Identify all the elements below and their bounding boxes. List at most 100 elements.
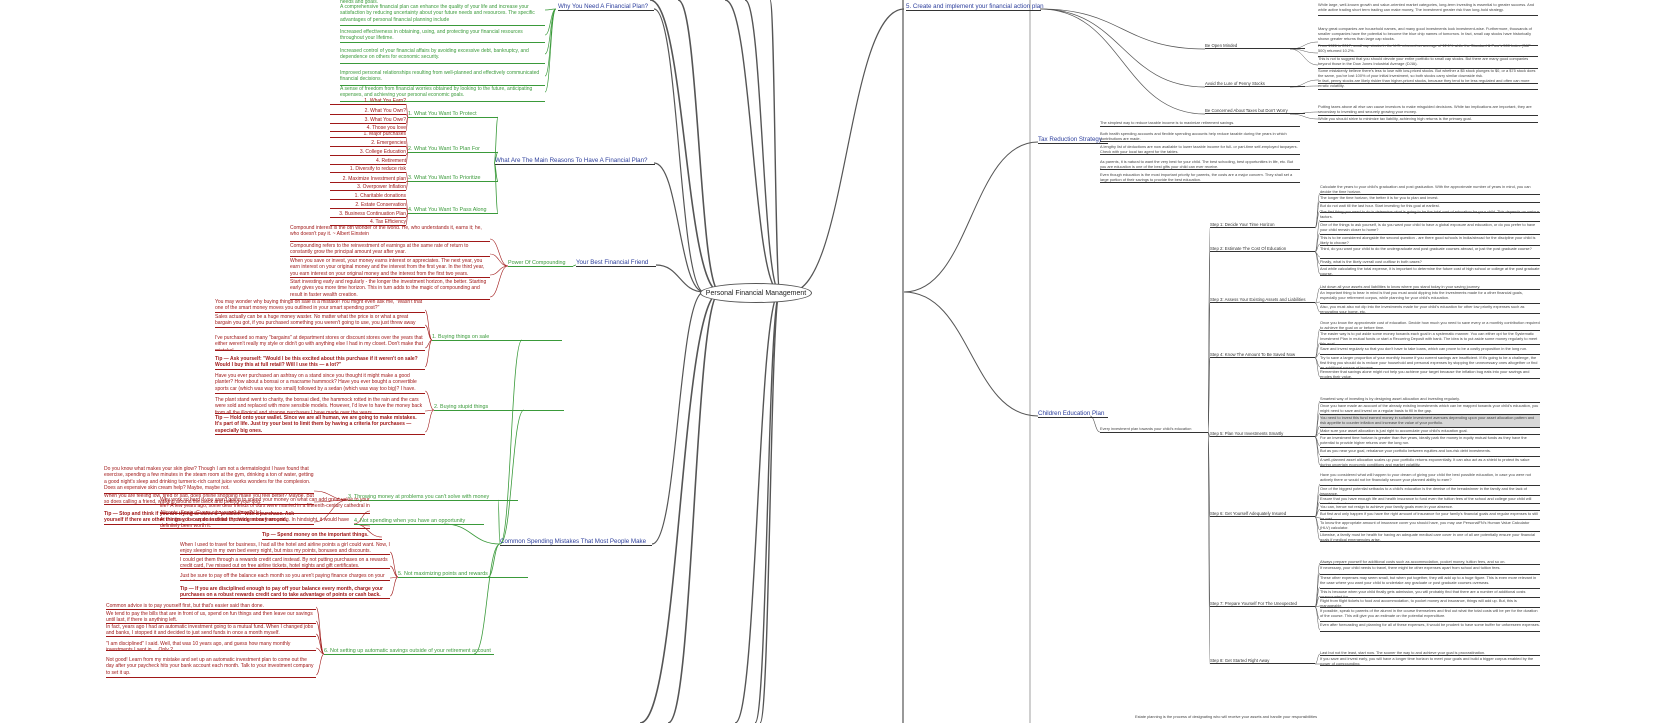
compounding-note-2: When you save or invest, your money earn… xyxy=(290,258,490,278)
mistake-note-2-1: When you are feeling low, tired or sad, … xyxy=(104,493,314,505)
tax-note-4: Even though education is the most import… xyxy=(1100,172,1300,183)
branch-best-friend[interactable]: Your Best Financial Friend xyxy=(576,259,656,267)
branch-tax[interactable]: Tax Reduction Strategy xyxy=(1038,136,1108,144)
conn-child-note-5-6 xyxy=(1314,516,1321,541)
mistake-note-5-2: In fact, years ago I had an automatic in… xyxy=(106,624,316,637)
compounding-sub[interactable]: Power Of Compounding xyxy=(508,260,573,267)
child-note-5-3: You can, hence not resign to achieve you… xyxy=(1320,504,1540,511)
conn-child-note-4-3 xyxy=(1314,432,1321,438)
child-step-1[interactable]: Step 2: Estimate The Cost Of Education xyxy=(1210,246,1315,252)
ci-sub-2[interactable]: Be Concerned About Taxes but Don't Worry xyxy=(1205,108,1305,114)
trunk-right-1 xyxy=(734,291,781,723)
mistake-note-2-2: Tip — Stop and think if you are trying t… xyxy=(104,511,314,525)
conn-mistake-group-0 xyxy=(499,339,523,545)
tax-note-1: Both health spending accounts and flexib… xyxy=(1100,131,1300,142)
children-bottom-note: Estate planning is the process of design… xyxy=(1135,714,1318,719)
conn-ci-sub-1 xyxy=(1039,8,1206,88)
reason-item-1-0[interactable]: 1. Major purchases xyxy=(330,131,406,138)
child-step-6[interactable]: Step 7: Prepare Yourself For The Unexpec… xyxy=(1210,601,1315,607)
branch-mistakes[interactable]: Common Spending Mistakes That Most Peopl… xyxy=(500,538,652,546)
mistake-note-4-1: I could get them through a rewards credi… xyxy=(180,557,390,569)
child-step-2[interactable]: Step 3: Assess Your Existing Assets and … xyxy=(1210,297,1315,303)
conn-mistake-note-5-3 xyxy=(315,647,325,655)
mistake-group-3[interactable]: 4. Not spending when you have an opportu… xyxy=(354,518,484,525)
conn-why-need-4 xyxy=(544,8,557,93)
mistake-group-4[interactable]: 5. Not maximizing points and rewards xyxy=(398,571,528,578)
reason-group-1[interactable]: 2. What You Want To Plan For xyxy=(408,146,498,153)
child-note-6-5: If possible, speak to parents of the alu… xyxy=(1320,608,1540,622)
reason-item-3-1[interactable]: 2. Estate Conservation xyxy=(330,202,406,209)
ci-sub-1[interactable]: Avoid the Lure of Penny Stocks xyxy=(1205,81,1305,87)
mistake-group-2[interactable]: 3. Throwing money at problems you can't … xyxy=(348,494,518,501)
reason-group-2[interactable]: 3. What You Want To Prioritize xyxy=(408,175,498,182)
conn-child-note-6-3 xyxy=(1314,595,1321,608)
mistake-group-1[interactable]: 2. Buying stupid things xyxy=(434,404,564,411)
conn-mistake-note-5-0 xyxy=(315,606,325,655)
reason-item-2-2[interactable]: 3. Overpower Inflation xyxy=(330,184,406,191)
reason-group-0[interactable]: 1. What You Want To Protect xyxy=(408,111,498,118)
conn-child-step-4 xyxy=(1207,431,1211,438)
child-step-5[interactable]: Step 6: Get Yourself Adequately Insured xyxy=(1210,511,1315,517)
reason-item-1-3[interactable]: 4. Retirement xyxy=(330,158,406,165)
branch-why-need[interactable]: Why You Need A Financial Plan? xyxy=(558,3,654,11)
trunk-left-1 xyxy=(639,291,721,723)
child-step-7[interactable]: Step 8: Get Started Right Away xyxy=(1210,658,1315,664)
conn-mistake-note-1-1 xyxy=(424,409,435,412)
conn-tax xyxy=(903,141,1039,293)
child-note-0-1: The longer the time horizon, the better … xyxy=(1320,195,1540,203)
child-note-5-4: But first and only happen if you have th… xyxy=(1320,511,1540,520)
reason-group-3[interactable]: 4. What You Want To Pass Along xyxy=(408,207,498,214)
central-topic[interactable]: Personal Financial Management xyxy=(700,283,812,303)
child-note-5-2: Ensure that you have enough life and hea… xyxy=(1320,496,1540,504)
compounding-note-1: Compounding refers to the reinvestment o… xyxy=(290,243,490,257)
reason-item-3-0[interactable]: 1. Charitable donations xyxy=(330,193,406,200)
mistake-note-4-2: Just be sure to pay off the balance each… xyxy=(180,573,390,581)
child-note-1-5: And while calculating the total expense,… xyxy=(1320,266,1540,276)
child-note-3-0: Once you know the approximate cost of ed… xyxy=(1320,320,1540,331)
reason-item-1-2[interactable]: 3. College Education xyxy=(330,149,406,156)
mistake-group-5[interactable]: 6. Not setting up automatic savings outs… xyxy=(324,648,494,655)
child-note-6-4: Right from flight tickets to food and ac… xyxy=(1320,598,1540,608)
reason-item-1-1[interactable]: 2. Emergencies xyxy=(330,140,406,147)
trunk-right-2 xyxy=(744,0,781,293)
mistake-group-0[interactable]: 1. Buying things on sale xyxy=(432,334,562,341)
branch-main-reasons[interactable]: What Are The Main Reasons To Have A Fina… xyxy=(495,157,655,165)
conn-child-step-7 xyxy=(1207,431,1211,665)
reason-item-0-2[interactable]: 3. What You Owe? xyxy=(330,117,406,124)
child-note-3-3: Try to save a larger proportion of your … xyxy=(1320,355,1540,369)
child-step-0[interactable]: Step 1: Decide Your Time Horizon xyxy=(1210,222,1315,228)
conn-mistake-note-4-1 xyxy=(389,565,399,578)
mistake-note-3-1: At the time, the expense of the trip hin… xyxy=(160,517,370,529)
conn-compounding-note-0 xyxy=(489,238,509,267)
branch-children[interactable]: Children Education Plan xyxy=(1038,410,1108,418)
central-topic-label: Personal Financial Management xyxy=(705,289,807,297)
ci-note-0-2: This is not to suggest that you should d… xyxy=(1318,56,1538,69)
reason-item-3-3[interactable]: 4. Tax Efficiency xyxy=(330,219,406,226)
child-step-3[interactable]: Step 4: Know The Amount To Be Saved Now xyxy=(1210,352,1315,358)
conn-why-need-0 xyxy=(544,8,557,11)
conn-mistake-note-5-1 xyxy=(315,620,325,655)
conn-main-reasons xyxy=(653,162,705,293)
reason-item-0-3[interactable]: 4. Those you love xyxy=(330,125,406,132)
ci-sub-0[interactable]: Be Open Minded xyxy=(1205,43,1305,49)
conn-compounding-note-1 xyxy=(489,253,509,267)
conn-best-friend xyxy=(655,264,705,293)
conn-compounding-note-3 xyxy=(489,265,509,298)
child-note-2-1: An important thing to bear in mind is th… xyxy=(1320,290,1540,304)
mistake-note-2-0: Do you know what makes your skin glow? T… xyxy=(104,466,314,494)
reason-item-0-0[interactable]: 1. What You Earn? xyxy=(330,98,406,105)
child-note-2-2: Also, you must also not dip into the inv… xyxy=(1320,304,1540,314)
reason-item-2-1[interactable]: 2. Maximize Investment plan xyxy=(330,176,406,183)
conn-child-note-2-0 xyxy=(1314,287,1321,304)
child-step-4[interactable]: Step 5: Plan Your Investments Smartly xyxy=(1210,431,1315,437)
conn-reason-item-2-2 xyxy=(405,180,409,191)
mistake-note-3-2: Tip — Spend money on the important thing… xyxy=(262,532,382,540)
mistake-note-5-3: "I am disciplined" I said. Well, that wa… xyxy=(106,641,316,651)
conn-reason-group-3 xyxy=(493,162,499,214)
conn-mistake-note-5-4 xyxy=(315,653,325,676)
reason-item-0-1[interactable]: 2. What You Own? xyxy=(330,108,406,115)
reason-item-2-0[interactable]: 1. Diversify to reduce risk xyxy=(330,166,406,173)
branch-create-implement[interactable]: 5. Create and implement your financial a… xyxy=(906,3,1044,11)
reason-item-3-2[interactable]: 3. Business Continuation Plan xyxy=(330,211,406,218)
why-need-note-4: A sense of freedom from financial worrie… xyxy=(340,86,545,102)
